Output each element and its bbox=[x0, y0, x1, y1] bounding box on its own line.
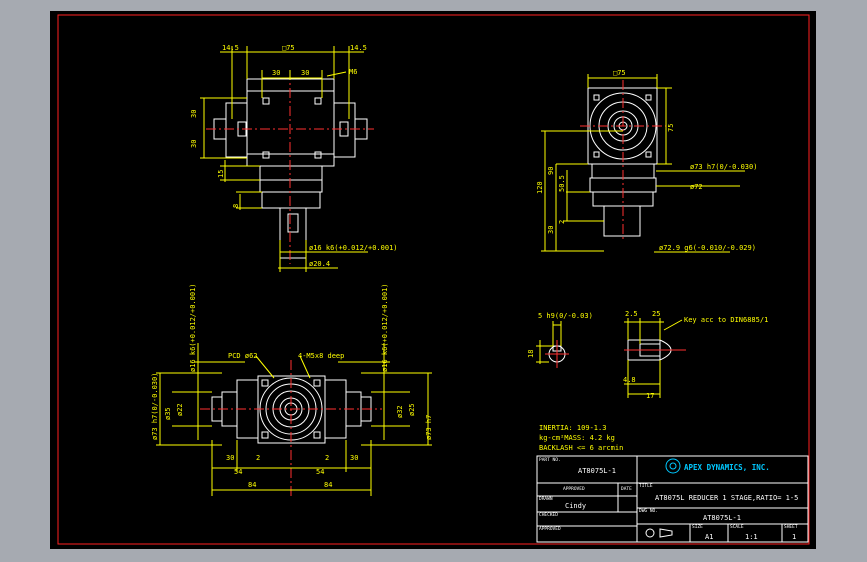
tb-company: APEX DYNAMICS, INC. bbox=[684, 463, 770, 472]
tb-sheet-label: SHEET bbox=[784, 524, 798, 530]
notes: INERTIA: 109-1.3 kg-cm²MASS: 4.2 kg BACK… bbox=[539, 424, 623, 452]
dim-shaft-right: ø16 k6(+0.012/+0.001) bbox=[381, 283, 389, 372]
dim-54-left: 54 bbox=[234, 468, 242, 476]
dim-54-right: 54 bbox=[316, 468, 324, 476]
dim-side-square: □75 bbox=[613, 69, 626, 77]
dim-side-120: 120 bbox=[536, 181, 544, 194]
dim-side-2: 2 bbox=[558, 220, 566, 224]
note-mass: kg-cm²MASS: 4.2 kg bbox=[539, 434, 615, 442]
key-width: 5 h9(0/-0.03) bbox=[538, 312, 593, 320]
dim-8: 8 bbox=[232, 204, 240, 208]
dim-pilot-right: ø73 h7 bbox=[425, 415, 433, 440]
dim-width-left: 30 bbox=[272, 69, 280, 77]
dim-30-right: 30 bbox=[350, 454, 358, 462]
tb-sheet: 1 bbox=[792, 533, 796, 541]
tb-approved-label: APPROVED bbox=[563, 486, 585, 492]
dim-height-bottom: 30 bbox=[190, 140, 198, 148]
key-dim-25b: 25 bbox=[652, 310, 660, 318]
dim-holes: 4-M5x8 deep bbox=[298, 352, 344, 360]
tb-part-no: AT8075L-1 bbox=[578, 467, 616, 475]
note-backlash: BACKLASH <= 6 arcmin bbox=[539, 444, 623, 452]
key-dim-17: 17 bbox=[646, 392, 654, 400]
dim-shaft-dia: ø20.4 bbox=[309, 260, 330, 268]
tb-dwg-no: AT8075L-1 bbox=[703, 514, 741, 522]
tb-scale: 1:1 bbox=[745, 533, 758, 541]
dim-side-90: 90 bbox=[547, 167, 555, 175]
dim-d32: ø32 bbox=[396, 405, 404, 418]
dim-pilot-left: ø73 h7(0/-0.030) bbox=[151, 373, 159, 440]
dim-30-left: 30 bbox=[226, 454, 234, 462]
key-height: 18 bbox=[527, 350, 535, 358]
top-view: PCD ø62 4-M5x8 deep ø16 k6(+0.012/+0.001… bbox=[151, 283, 433, 496]
dim-side-72: ø72 bbox=[690, 183, 703, 191]
tb-size-label: SIZE bbox=[692, 524, 703, 530]
dim-width-right: 30 bbox=[301, 69, 309, 77]
tb-title-label: TITLE bbox=[639, 483, 653, 489]
dim-pcd: PCD ø62 bbox=[228, 352, 258, 360]
tb-part-no-label: PART NO. bbox=[539, 457, 561, 463]
tb-scale-label: SCALE bbox=[730, 524, 744, 530]
key-dim-25: 2.5 bbox=[625, 310, 638, 318]
dim-side-pilot: ø73 h7(0/-0.030) bbox=[690, 163, 757, 171]
dim-2-right: 2 bbox=[325, 454, 329, 462]
dim-d22: ø22 bbox=[176, 403, 184, 416]
dim-square: □75 bbox=[282, 44, 295, 52]
tb-size: A1 bbox=[705, 533, 713, 541]
dim-shaft-tol: ø16 k6(+0.012/+0.001) bbox=[309, 244, 398, 252]
dim-2-left: 2 bbox=[256, 454, 260, 462]
dim-shaft-left: ø16 k6(+0.012/+0.001) bbox=[189, 283, 197, 372]
dim-right-offset: 14.5 bbox=[350, 44, 367, 52]
tb-dwg-no-label: DWG NO. bbox=[639, 508, 658, 514]
key-note: Key acc to DIN6885/1 bbox=[684, 316, 768, 324]
tb-date-label: DATE bbox=[621, 486, 632, 492]
front-view: 14.5 □75 14.5 30 30 M6 30 30 15 8 ø16 k6… bbox=[190, 44, 398, 272]
dim-84-right: 84 bbox=[324, 481, 332, 489]
dim-height-top: 30 bbox=[190, 110, 198, 118]
dim-side-flange: ø72.9 g6(-0.010/-0.029) bbox=[659, 244, 756, 252]
dim-left-offset: 14.5 bbox=[222, 44, 239, 52]
key-detail: 5 h9(0/-0.03) 18 2.5 25 Key acc to DIN68… bbox=[527, 310, 768, 400]
tb-drawn: Cindy bbox=[565, 502, 586, 510]
side-view: □75 75 ø73 h7(0/-0.030) ø72 120 90 50.5 … bbox=[536, 69, 757, 253]
dim-side-75: 75 bbox=[667, 124, 675, 132]
title-block bbox=[536, 455, 809, 543]
key-dim-48: 4.8 bbox=[623, 376, 636, 384]
tb-drawn-label: DRAWN bbox=[539, 496, 553, 502]
tb-approved2-label: APPROVED bbox=[539, 526, 561, 532]
note-inertia: INERTIA: 109-1.3 bbox=[539, 424, 606, 432]
dim-tap: M6 bbox=[349, 68, 357, 76]
dim-84-left: 84 bbox=[248, 481, 256, 489]
drawing-canvas bbox=[50, 11, 816, 549]
dim-d35: ø35 bbox=[164, 407, 172, 420]
dim-15: 15 bbox=[217, 170, 225, 178]
tb-checked-label: CHECKED bbox=[539, 512, 558, 518]
dim-d25: ø25 bbox=[408, 403, 416, 416]
tb-title: AT8075L REDUCER 1 STAGE,RATIO= 1-5 bbox=[655, 494, 798, 502]
dim-side-505: 50.5 bbox=[558, 175, 566, 192]
drawing-border bbox=[57, 14, 810, 545]
dim-side-30: 30 bbox=[547, 226, 555, 234]
